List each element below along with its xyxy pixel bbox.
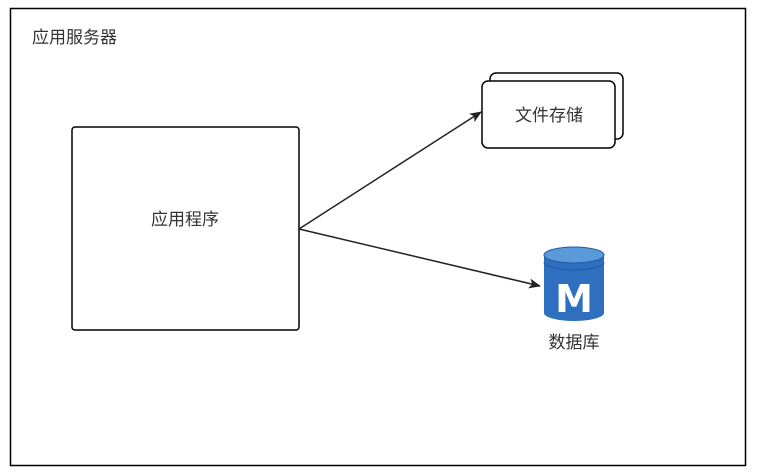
application-box[interactable]: 应用程序 — [71, 126, 300, 331]
file-storage-label: 文件存储 — [515, 106, 583, 126]
database-icon-letter: M — [555, 277, 593, 321]
arrow-app-to-storage[interactable] — [298, 111, 482, 230]
mysql-database-icon: M — [543, 246, 605, 321]
app-server-label: 应用服务器 — [32, 28, 117, 48]
database-label: 数据库 — [549, 333, 600, 353]
application-label: 应用程序 — [151, 210, 219, 230]
file-storage-node[interactable]: 文件存储 — [481, 72, 624, 149]
arrow-app-to-database[interactable] — [298, 228, 541, 289]
file-storage-front-card — [481, 80, 616, 149]
database-node[interactable]: M 数据库 — [543, 246, 605, 353]
